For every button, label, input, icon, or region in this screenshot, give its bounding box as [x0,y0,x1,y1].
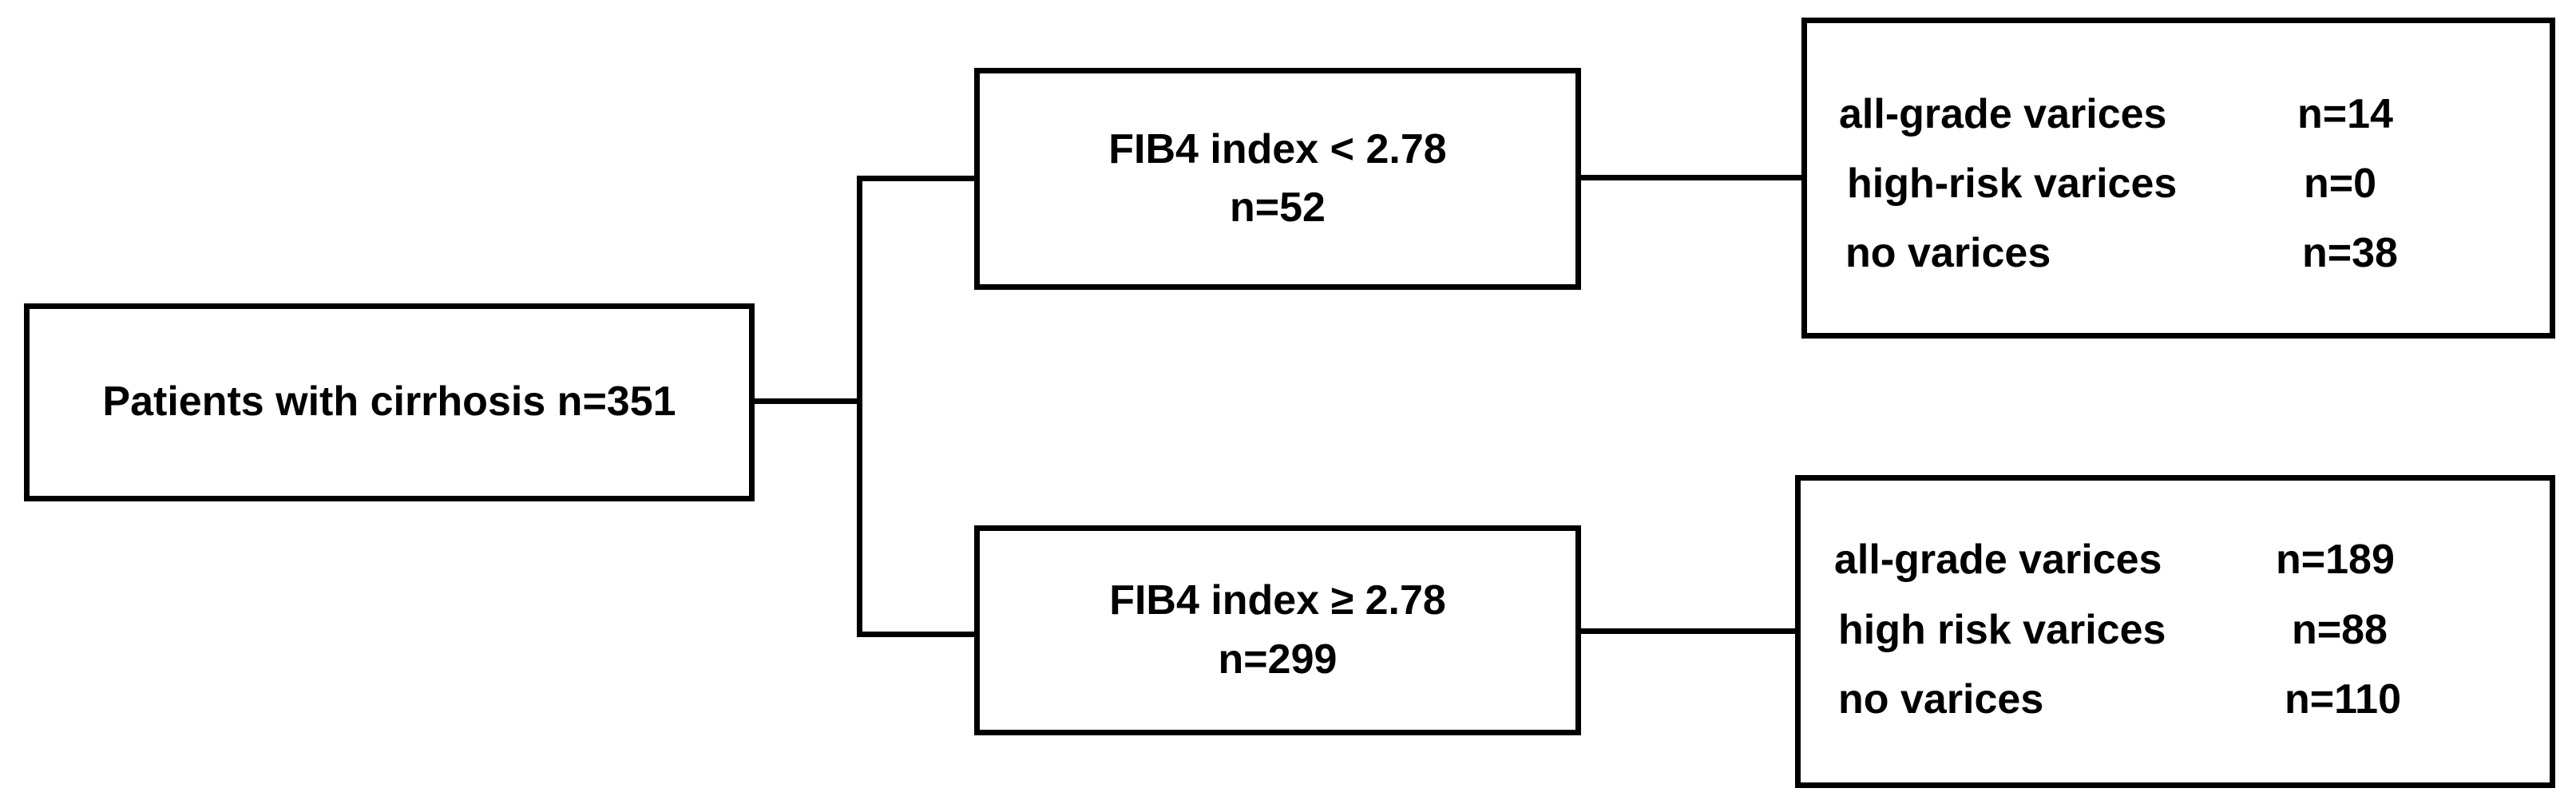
connector-outcome-1 [1577,175,1809,180]
outcome-label: high-risk varices [1847,160,2178,207]
outcome-value: n=14 [2297,91,2393,137]
group-box-high: FIB4 index ≥ 2.78 n=299 [974,525,1581,735]
connector-outcome-2 [1577,628,1801,634]
group-title: FIB4 index ≥ 2.78 [1109,577,1446,624]
outcome-value: n=0 [2304,160,2377,207]
outcome-label: all-grade varices [1834,537,2162,583]
outcome-value: n=88 [2292,607,2388,653]
root-label: Patients with cirrhosis n=351 [102,378,676,426]
outcome-label: high risk varices [1838,607,2166,653]
root-box: Patients with cirrhosis n=351 [24,303,755,501]
connector-trunk [857,176,862,637]
outcome-value: n=38 [2302,230,2398,276]
outcome-label: no varices [1838,676,2044,723]
outcome-box-high: all-grade varices n=189 high risk varice… [1795,475,2555,788]
connector-branch-1 [857,176,977,181]
outcome-box-low: all-grade varices n=14 high-risk varices… [1801,18,2555,339]
connector-branch-2 [857,632,977,637]
connector-root [751,398,862,404]
group-title: FIB4 index < 2.78 [1108,125,1447,172]
outcome-label: no varices [1845,230,2051,276]
outcome-value: n=110 [2285,676,2402,723]
group-count: n=299 [1218,636,1338,683]
group-box-low: FIB4 index < 2.78 n=52 [974,68,1581,290]
outcome-label: all-grade varices [1839,91,2167,137]
outcome-value: n=189 [2276,537,2395,583]
group-count: n=52 [1230,184,1326,231]
